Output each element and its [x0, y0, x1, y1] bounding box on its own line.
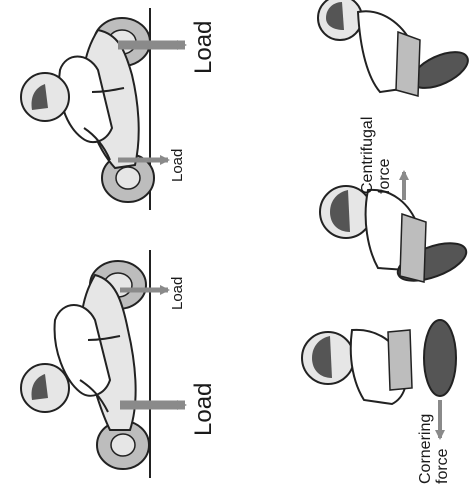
- load-label-small-top: Load: [170, 149, 185, 182]
- load-label-large-top: Load: [192, 21, 216, 74]
- cornering-label-line1: Cornering: [418, 414, 435, 484]
- bike-front-view-top: [318, 0, 471, 96]
- cornering-force-label: Cornering force: [418, 414, 452, 484]
- centrifugal-label-line2: force: [377, 117, 394, 194]
- bike-side-view-1: [21, 250, 185, 478]
- bike-front-view-bottom: [302, 320, 456, 404]
- front-wheel-bottom: [424, 320, 456, 396]
- load-label-small-bottom: Load: [170, 277, 185, 310]
- centrifugal-label-line1: Centrifugal: [360, 117, 377, 194]
- load-label-large-bottom: Load: [192, 383, 216, 436]
- centrifugal-force-label: Centrifugal force: [360, 117, 394, 194]
- cornering-label-line2: force: [435, 414, 452, 484]
- bike-side-view-2: [21, 8, 185, 210]
- bike-front-view-middle: [320, 186, 471, 288]
